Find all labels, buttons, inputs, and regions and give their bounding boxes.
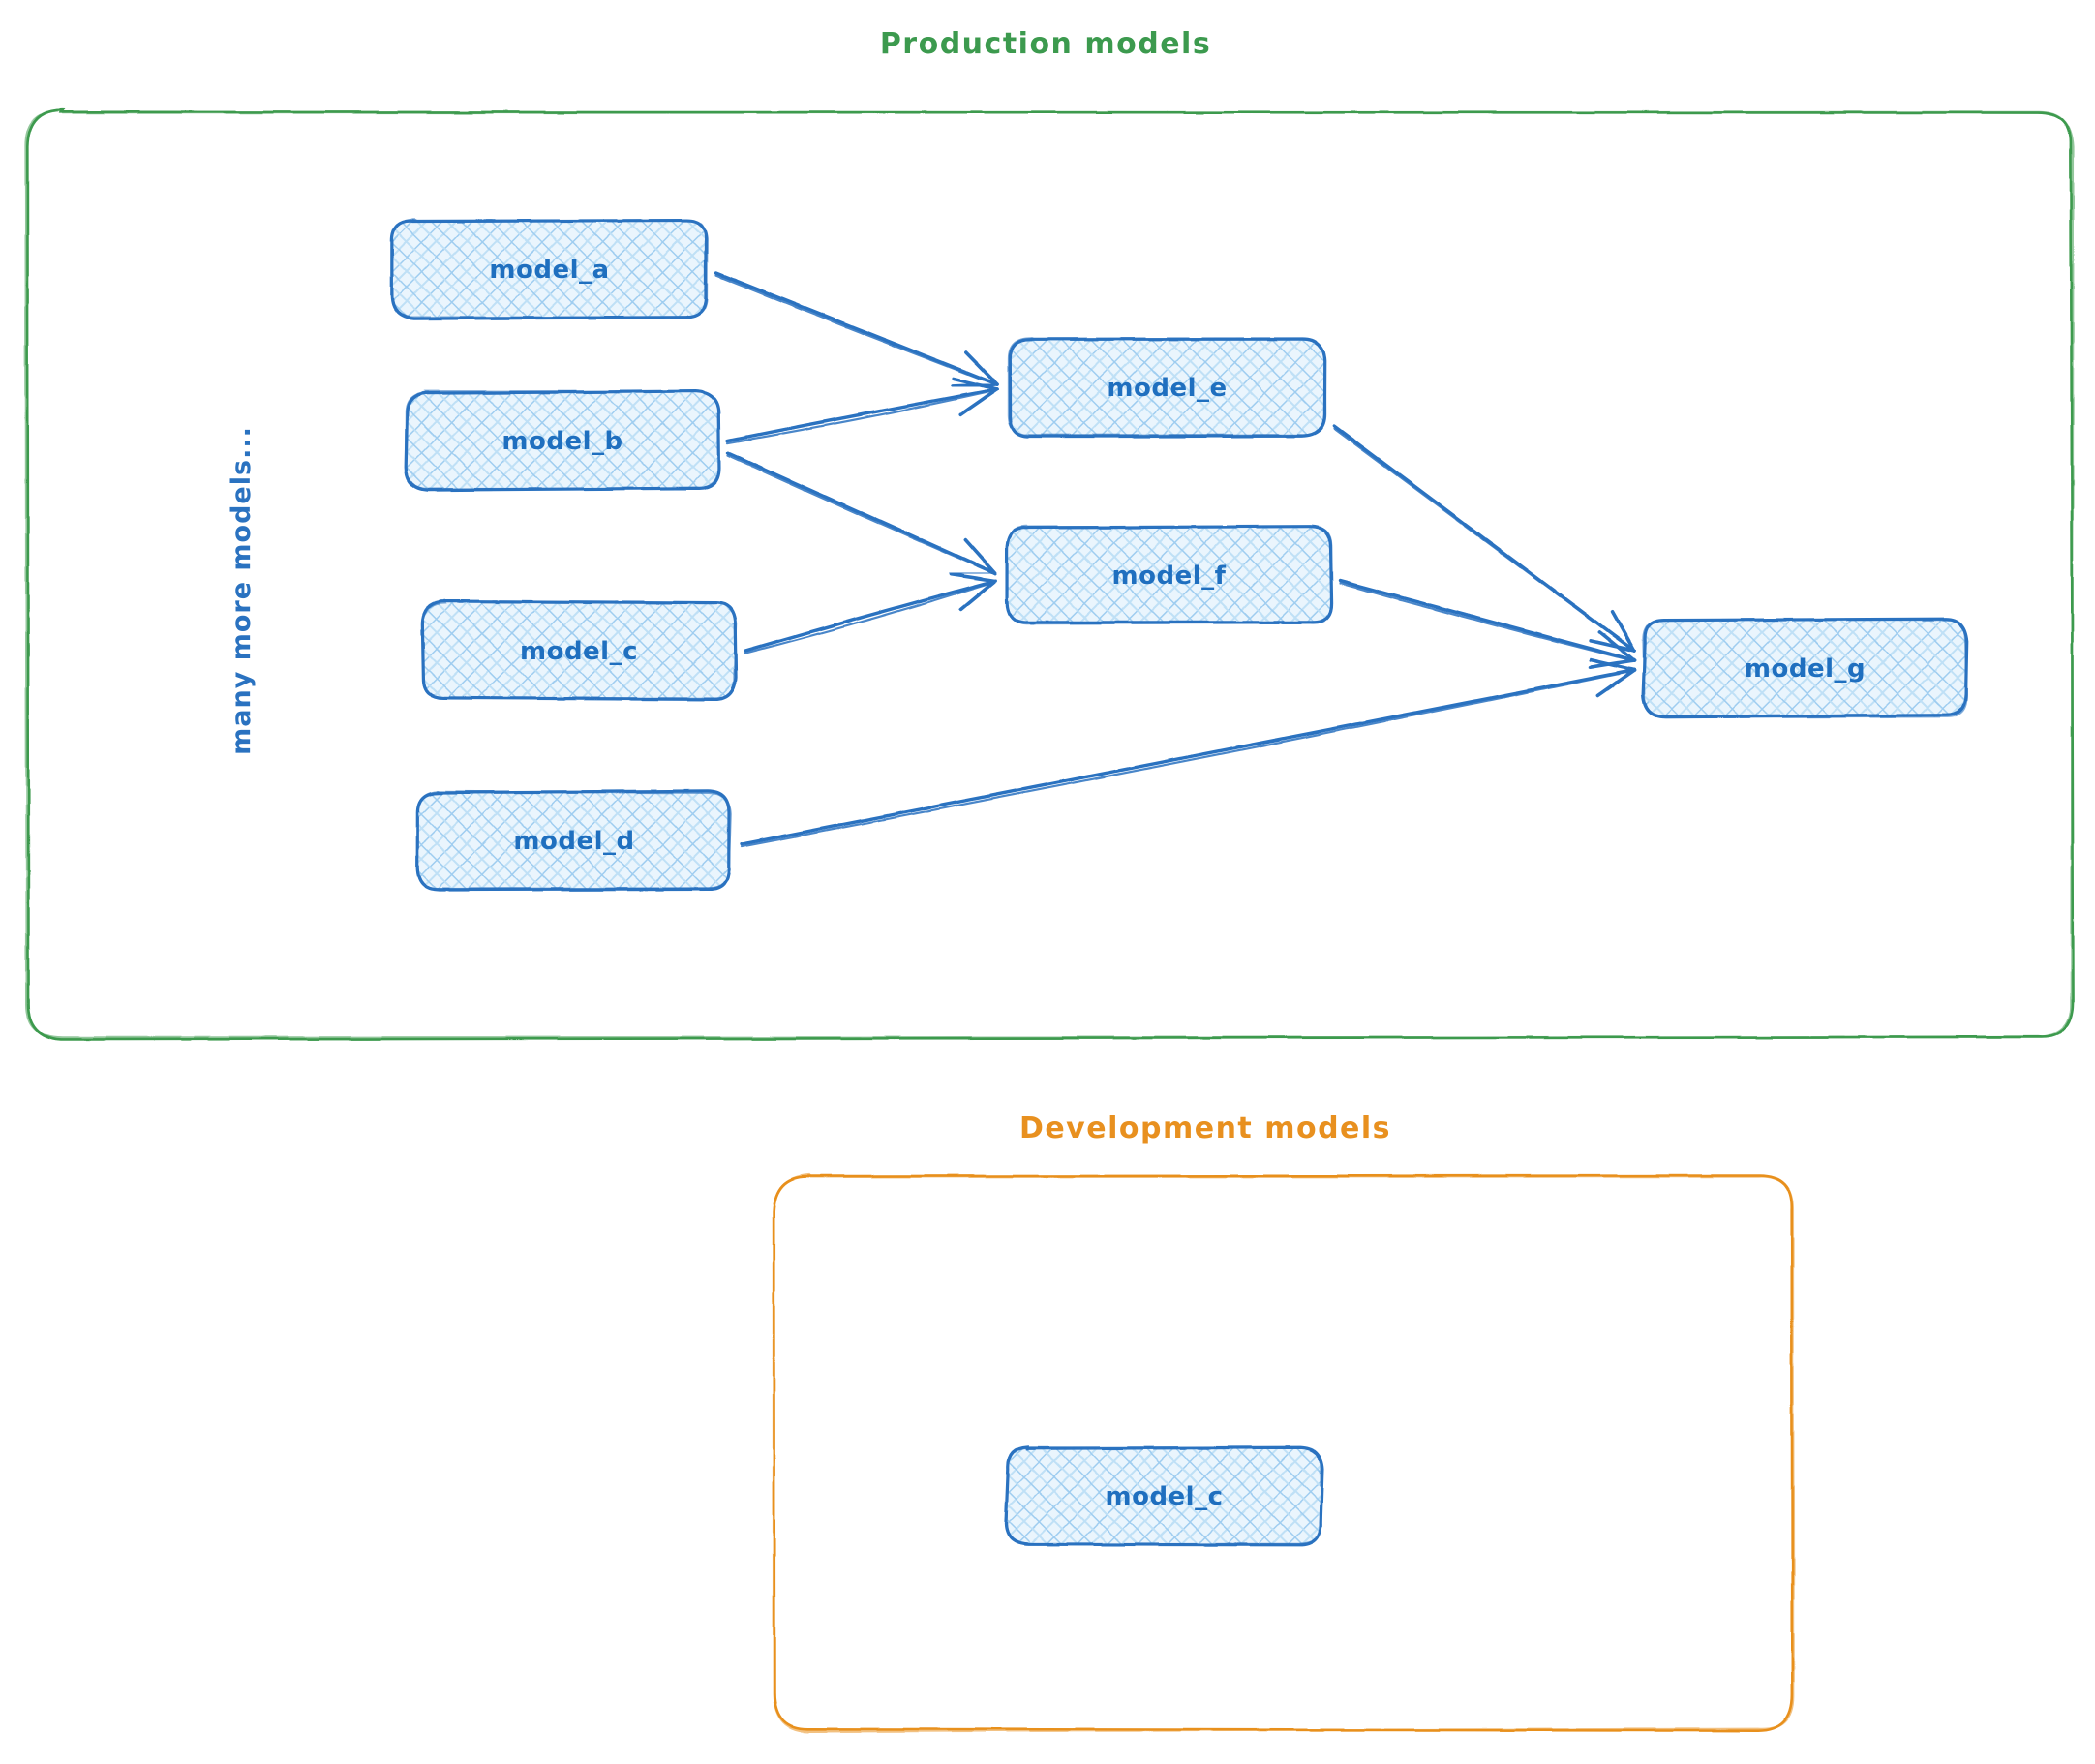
edge-f-to-g [1340,581,1634,667]
node-label-model_e: model_e [1107,374,1227,403]
node-label-model_b: model_b [501,427,622,456]
node-label-model_a: model_a [489,256,609,285]
annotation-layer: many more models... [227,426,257,755]
node-model_c_dev[interactable]: model_c [1006,1446,1322,1545]
edge-b-to-f [728,453,995,574]
node-model_c[interactable]: model_c [422,601,736,700]
node-label-model_f: model_f [1112,562,1227,591]
edge-c-to-f [745,574,995,653]
edge-e-to-g [1334,426,1634,652]
group-title-development: Development models [1019,1111,1391,1145]
node-model_b[interactable]: model_b [406,391,719,490]
node-model_d[interactable]: model_d [417,791,731,890]
node-label-model_c: model_c [520,637,638,666]
node-model_g[interactable]: model_g [1643,619,1967,717]
node-model_f[interactable]: model_f [1007,526,1332,623]
edge-d-to-g [742,660,1634,847]
node-label-model_c_dev: model_c [1105,1482,1223,1511]
edge-a-to-e [716,273,997,386]
node-label-model_g: model_g [1745,654,1866,684]
group-title-production: Production models [880,27,1211,61]
node-layer: model_a model_b model_c model_d model_emodel… [391,220,1967,1545]
node-model_a[interactable]: model_a [391,220,707,319]
annotation-many-more-models: many more models... [227,426,257,755]
node-label-model_d: model_d [513,827,634,856]
node-model_e[interactable]: model_e [1009,338,1325,437]
edge-b-to-e [728,379,997,442]
